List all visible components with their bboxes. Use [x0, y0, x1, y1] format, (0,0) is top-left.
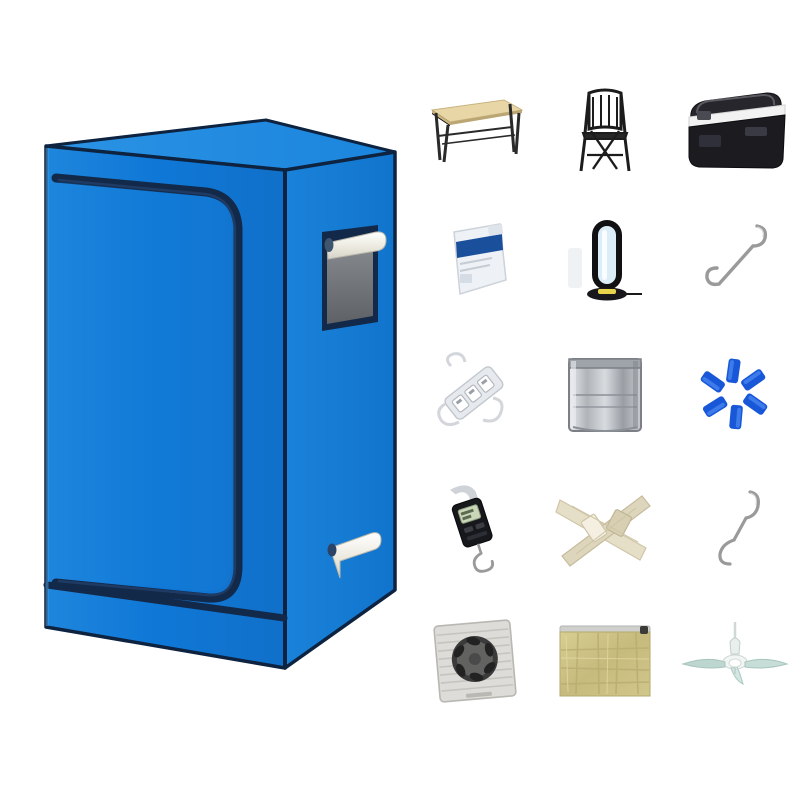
s-hook-large-icon	[705, 223, 768, 286]
accessory-cell-ceiling-fan[interactable]	[670, 594, 800, 727]
accessory-cell-folding-chair[interactable]	[540, 62, 670, 195]
folding-chair-icon	[579, 88, 631, 171]
tent-door-panel[interactable]	[60, 182, 232, 592]
accessory-cell-luggage-scale[interactable]	[410, 461, 540, 594]
accessory-cell-power-strip[interactable]	[410, 328, 540, 461]
accessory-cell-exhaust-fan[interactable]	[410, 594, 540, 727]
lower-vent-flap-roll-end	[327, 543, 337, 557]
uv-sterilizer-lamp-icon	[568, 219, 642, 300]
insulation-blanket-icon	[559, 625, 651, 696]
accessory-grid	[410, 62, 800, 727]
accessory-cell-s-hook-large[interactable]	[670, 195, 800, 328]
folding-table-icon	[430, 98, 523, 162]
strap-set-icon	[555, 494, 651, 567]
luggage-scale-icon	[449, 484, 495, 573]
accessory-cell-strap-set[interactable]	[540, 461, 670, 594]
upper-window-flap-roll-end	[324, 238, 334, 252]
accessory-cell-uv-lamp[interactable]	[540, 195, 670, 328]
upper-window-flap[interactable]	[326, 231, 387, 260]
portable-cooler-icon	[688, 91, 786, 169]
accessory-cell-folding-table[interactable]	[410, 62, 540, 195]
accessory-cell-packaged-supplies[interactable]	[410, 195, 540, 328]
upper-window-mesh	[327, 238, 373, 324]
tent-door-zipper[interactable]	[51, 173, 243, 603]
ceiling-fan-icon	[681, 621, 789, 685]
tent-upper-mesh-window[interactable]	[322, 225, 387, 331]
accessory-cell-insulation-blanket[interactable]	[540, 594, 670, 727]
tent-lower-vent-flap[interactable]	[327, 532, 382, 579]
lower-vent-flap-sheet[interactable]	[329, 532, 382, 579]
metal-bin-icon	[568, 357, 642, 432]
power-strip-icon	[437, 351, 504, 426]
accessory-cell-blue-clips[interactable]	[670, 328, 800, 461]
tent-side-panel	[283, 150, 397, 670]
blue-insulated-tent	[43, 118, 397, 670]
packaged-supplies-icon	[453, 222, 507, 295]
s-hook-small-icon	[718, 489, 760, 566]
tent-door-zipper-highlight	[57, 178, 237, 597]
accessory-cell-s-hook-small[interactable]	[670, 461, 800, 594]
blue-clips-set-icon	[700, 358, 768, 429]
accessory-cell-metal-bin[interactable]	[540, 328, 670, 461]
tent-illustration	[43, 118, 397, 670]
exhaust-fan-icon	[433, 618, 517, 703]
accessory-cell-portable-cooler[interactable]	[670, 62, 800, 195]
